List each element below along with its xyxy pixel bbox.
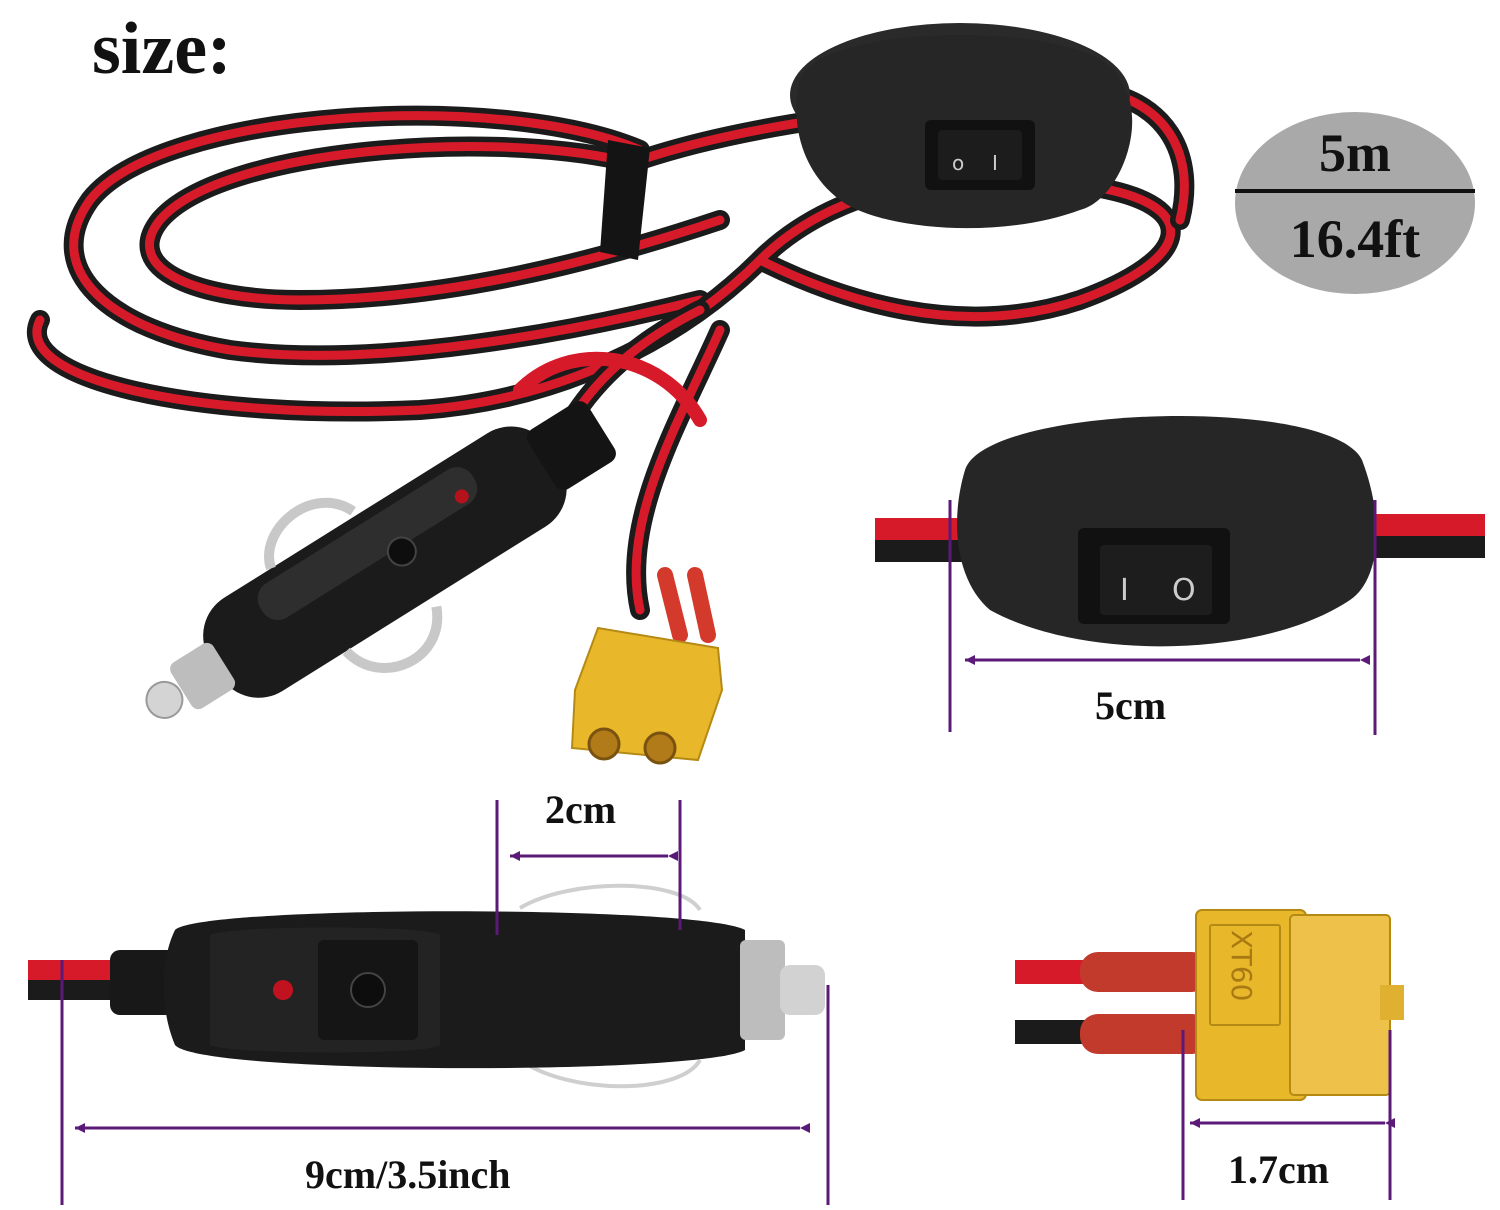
svg-text:O: O xyxy=(1172,573,1196,608)
xt60-angled xyxy=(570,567,724,765)
size-title: size: xyxy=(92,8,232,90)
svg-text:I: I xyxy=(1120,573,1129,608)
dimension-lines xyxy=(60,500,1395,1205)
plug-angled xyxy=(145,401,616,719)
xt60-marking: XT60 xyxy=(1225,930,1258,1001)
coil-switch: o I xyxy=(790,23,1133,229)
switch-width-label: 5cm xyxy=(1095,683,1167,728)
switch-detail: I O xyxy=(875,415,1485,647)
length-badge-text: 5m 16.4ft xyxy=(1235,112,1475,294)
length-metric: 5m xyxy=(1319,123,1391,183)
xt60-detail: XT60 xyxy=(1015,909,1404,1101)
svg-text:o: o xyxy=(952,151,964,175)
plug-length-label: 9cm/3.5inch xyxy=(305,1152,511,1197)
svg-text:I: I xyxy=(992,151,998,175)
plug-detail xyxy=(28,883,825,1089)
cable-tie xyxy=(600,140,650,260)
length-badge xyxy=(1235,112,1475,294)
length-imperial: 16.4ft xyxy=(1289,209,1421,269)
plug-tip-width-label: 2cm xyxy=(545,787,617,832)
connector-width-label: 1.7cm xyxy=(1228,1147,1330,1192)
